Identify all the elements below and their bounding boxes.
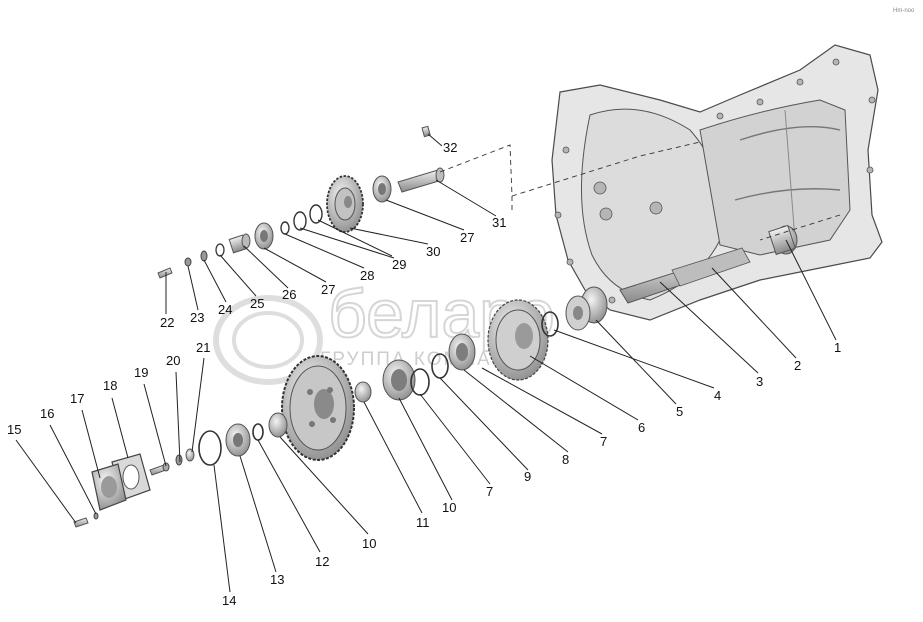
callout-20: 20 (166, 353, 180, 368)
callout-9: 9 (524, 469, 531, 484)
bearing-part-7 (382, 359, 416, 401)
ring-part-28 (280, 221, 290, 235)
gearbox-housing (551, 44, 883, 321)
leader-lines (15, 133, 837, 593)
bolt-part-15 (73, 517, 89, 528)
callout-4: 4 (714, 388, 721, 403)
ring-part-7 (410, 368, 430, 396)
callout-29: 29 (392, 257, 406, 272)
ring-part-4 (541, 311, 559, 337)
washer-part-23 (184, 257, 192, 267)
watermark-subtitle: ГРУППА КОМПАНИЙ (320, 348, 539, 370)
callout-30: 30 (426, 244, 440, 259)
bolt-part-22 (157, 267, 173, 279)
callout-27b: 27 (460, 230, 474, 245)
callout-26: 26 (282, 287, 296, 302)
callout-32: 32 (443, 140, 457, 155)
callout-labels: 1 2 3 4 5 6 7 7 8 9 10 10 11 12 13 14 15… (7, 140, 841, 608)
washer-part-20 (175, 454, 183, 466)
bolt-part-19 (149, 462, 170, 476)
callout-13: 13 (270, 572, 284, 587)
alignment-lines (439, 141, 841, 241)
callout-23: 23 (190, 310, 204, 325)
bushing-part-26 (228, 233, 251, 254)
callout-7b: 7 (486, 484, 493, 499)
callout-28: 28 (360, 268, 374, 283)
callout-2: 2 (794, 358, 801, 373)
callout-22: 22 (160, 315, 174, 330)
ring-part-14 (198, 430, 222, 466)
main-shaft (619, 224, 798, 304)
callout-19: 19 (134, 365, 148, 380)
washer-part-21 (185, 448, 195, 462)
washer-part-24 (200, 250, 208, 262)
bearing-part-27b (372, 175, 392, 203)
gear-part-6 (487, 299, 549, 381)
large-gear-part-11 (281, 355, 355, 461)
callout-8: 8 (562, 452, 569, 467)
ring-part-12 (252, 423, 264, 441)
callout-3: 3 (756, 374, 763, 389)
callout-31: 31 (492, 215, 506, 230)
callout-11: 11 (416, 515, 430, 530)
callout-27a: 27 (321, 282, 335, 297)
callout-10a: 10 (442, 500, 456, 515)
bearing-part-27 (254, 222, 274, 250)
callout-5: 5 (676, 404, 683, 419)
callout-1: 1 (834, 340, 841, 355)
gear-part-30 (326, 175, 364, 233)
callout-18: 18 (103, 378, 117, 393)
corner-mark: Hm-noo (893, 8, 915, 14)
callout-12: 12 (315, 554, 329, 569)
bearing-part-13 (225, 423, 251, 457)
callout-16: 16 (40, 406, 54, 421)
ring-part-29b (309, 204, 323, 224)
callout-25: 25 (250, 296, 264, 311)
callout-17: 17 (70, 391, 84, 406)
callout-24: 24 (218, 302, 232, 317)
ring-part-25 (215, 243, 225, 257)
bearing-part-8 (448, 333, 476, 371)
callout-21: 21 (196, 340, 210, 355)
callout-7a: 7 (600, 434, 607, 449)
callout-6: 6 (638, 420, 645, 435)
ring-part-29a (293, 211, 307, 231)
callout-14: 14 (222, 593, 236, 608)
callout-15: 15 (7, 422, 21, 437)
cover-part-17 (91, 463, 127, 511)
bushing-part-10 (354, 381, 372, 403)
bushing-part-10b (268, 412, 288, 438)
axle-part-31 (397, 167, 445, 193)
callout-10b: 10 (362, 536, 376, 551)
splined-hub-part-5 (565, 286, 608, 331)
